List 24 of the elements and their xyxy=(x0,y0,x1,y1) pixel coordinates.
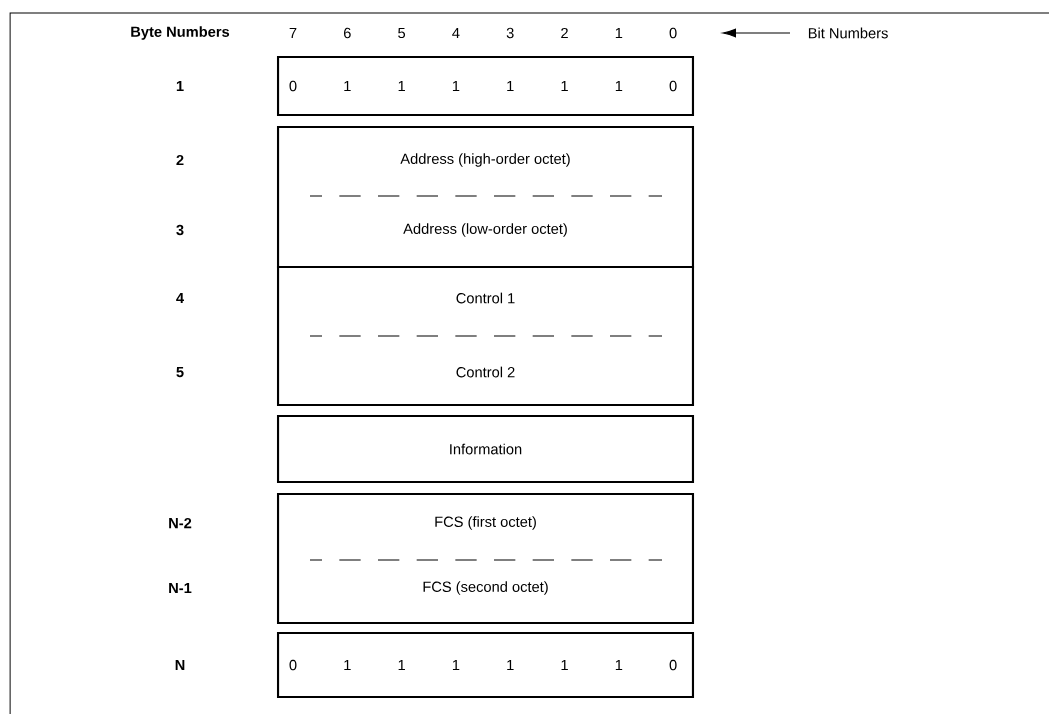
byte-number: 4 xyxy=(176,292,184,304)
bit-number: 2 xyxy=(561,27,568,39)
frame-box: Information xyxy=(276,414,695,484)
bit-number: 1 xyxy=(615,27,623,39)
byte-number: 1 xyxy=(176,80,184,92)
bit-number: 0 xyxy=(669,27,677,39)
bit-number: 3 xyxy=(506,27,514,39)
frame-box: Control 1 Control 2 xyxy=(276,265,695,407)
bit-number: 6 xyxy=(344,27,351,39)
byte-number: N-1 xyxy=(169,582,192,594)
axis-label: Bit Numbers xyxy=(808,27,888,39)
bit-number: 5 xyxy=(398,27,406,39)
byte-number: 2 xyxy=(176,154,184,166)
frame-box: Address (high-order octet) Address (low-order octet) xyxy=(276,125,695,269)
byte-number: N-2 xyxy=(169,517,192,529)
bit-number: 7 xyxy=(289,27,297,39)
byte-number: N xyxy=(175,660,185,671)
column-heading: Byte Numbers xyxy=(131,26,230,40)
flag-box: 0 1 1 1 1 1 1 0 xyxy=(276,55,695,117)
byte-number: 3 xyxy=(176,224,184,236)
flag-box: 0 1 1 1 1 1 1 0 xyxy=(276,631,695,699)
byte-number: 5 xyxy=(176,366,184,378)
frame-box: FCS (first octet) FCS (second octet) xyxy=(276,492,695,625)
bit-number: 4 xyxy=(452,27,460,39)
